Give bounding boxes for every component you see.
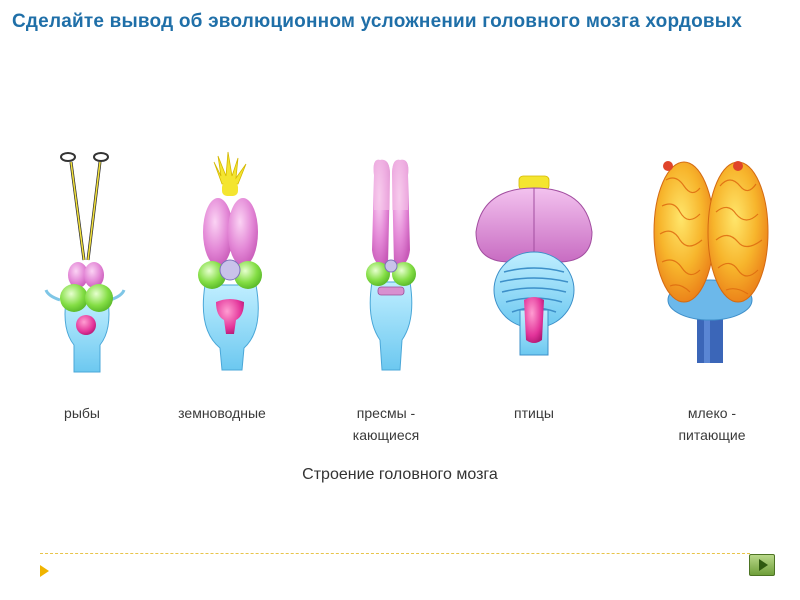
label-amphibians: земноводные [152,402,292,424]
amphibian-brain-illustration [198,151,262,371]
label-line: земноводные [178,405,266,421]
label-reptiles: пресмы - кающиеся [316,402,456,446]
footer-divider [40,553,750,554]
reptile-brain-illustration [366,159,416,371]
label-line: птицы [514,405,554,421]
label-line: рыбы [64,405,100,421]
fish-brain-illustration [44,152,126,373]
page-title: Сделайте вывод об эволюционном усложнени… [12,11,742,32]
label-line: млеко - [687,405,737,421]
label-line: кающиеся [352,427,420,443]
label-mammals: млеко - питающие [642,402,782,446]
triangle-right-icon[interactable] [40,565,49,577]
mammal-brain-illustration [653,161,769,363]
label-line: пресмы - [356,405,416,421]
diagram-caption: Строение головного мозга [302,466,498,483]
label-fish: рыбы [12,402,152,424]
label-line: питающие [678,427,746,443]
label-birds: птицы [464,402,604,424]
play-icon[interactable] [749,554,775,576]
bird-brain-illustration [475,175,593,356]
